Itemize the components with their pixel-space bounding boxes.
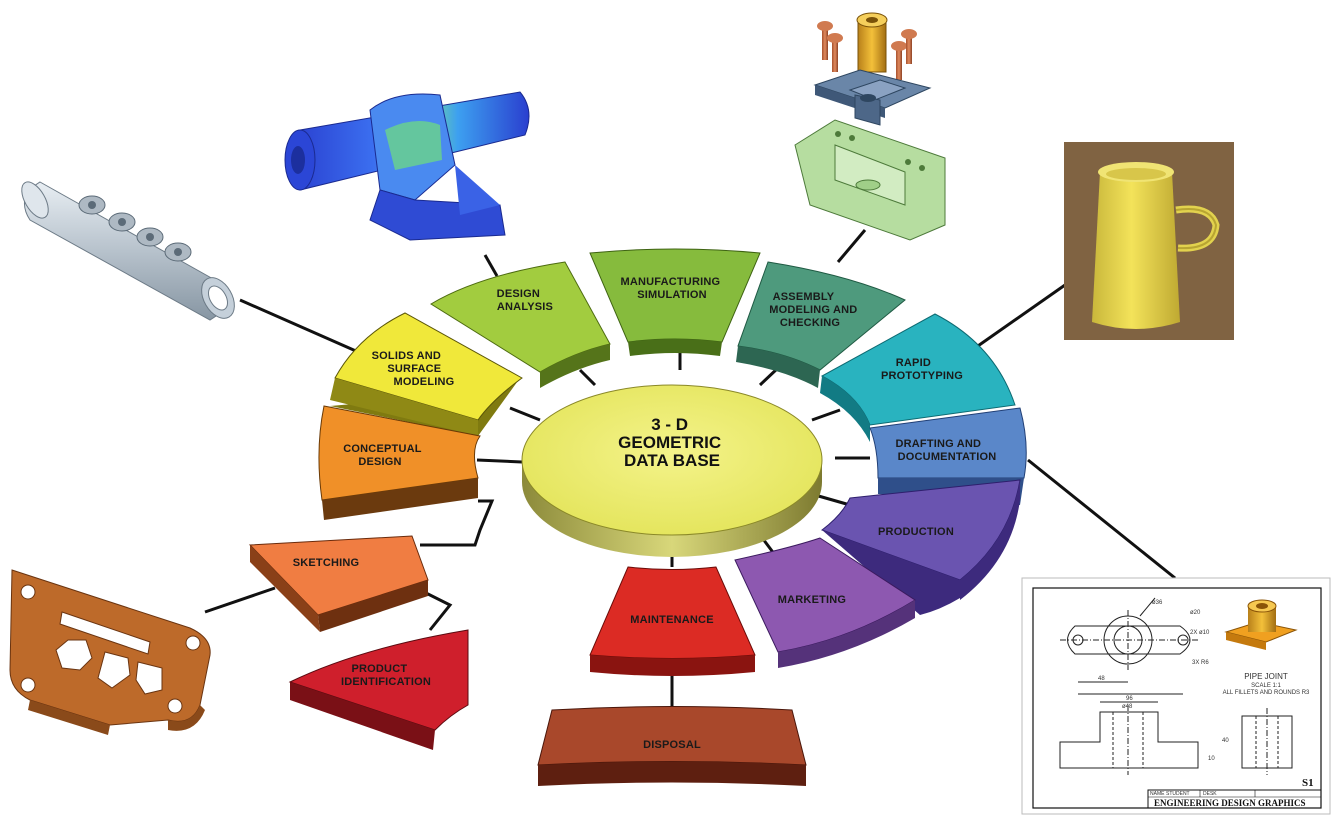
drawing-dimensions: ø36 ø20 2X ø10 3X R6 48 96 ø48 10 40 xyxy=(1098,600,1229,762)
sheet-number: S1 xyxy=(1302,777,1314,789)
spoke-conceptual xyxy=(476,458,523,464)
drawing-title: PIPE JOINT xyxy=(1244,672,1288,681)
segment-production: PRODUCTION xyxy=(820,479,1021,615)
spoke-assembly xyxy=(758,366,780,387)
dim-3: 3X R6 xyxy=(1192,660,1209,666)
segment-maintenance: MAINTENANCE xyxy=(589,566,756,676)
spoke-solids xyxy=(509,406,541,422)
label-design-analysis: DESIGN ANALYSIS xyxy=(497,288,553,313)
label-solids: SOLIDS AND SURFACE MODELING xyxy=(372,350,455,388)
brass-bushing xyxy=(856,12,888,73)
segment-design-analysis: DESIGN ANALYSIS xyxy=(430,261,611,388)
label-marketing: MARKETING xyxy=(778,594,846,606)
segment-rapid-prototyping: RAPID PROTOTYPING xyxy=(820,313,1016,442)
drawing-scale: SCALE 1:1 xyxy=(1251,683,1281,689)
label-conceptual: CONCEPTUAL DESIGN xyxy=(343,443,424,468)
drawing-front-view xyxy=(1059,701,1199,775)
connector-lines xyxy=(204,229,1176,710)
drawing-side-view xyxy=(1241,708,1293,775)
exploded-bracket-assembly-icon xyxy=(794,12,946,241)
connector-plate xyxy=(204,586,276,614)
dim-5: 96 xyxy=(1126,696,1133,702)
screws xyxy=(817,21,917,80)
blue-bracket xyxy=(813,69,932,126)
segment-manufacturing-simulation: MANUFACTURING SIMULATION xyxy=(589,248,761,356)
label-product-id: PRODUCT IDENTIFICATION xyxy=(341,663,431,688)
dim-6: ø48 xyxy=(1122,704,1133,710)
spoke-analysis xyxy=(578,368,597,387)
tb-desk-label: DESK xyxy=(1203,791,1217,797)
dim-7: 10 xyxy=(1208,756,1215,762)
engineering-drawing-sheet-icon: PIPE JOINT SCALE 1:1 ALL FILLETS AND ROU… xyxy=(1021,577,1331,815)
segment-product-identification: PRODUCT IDENTIFICATION xyxy=(288,629,469,750)
sketch-plate-model-icon xyxy=(9,569,211,735)
drawing-top-view xyxy=(1060,597,1200,695)
dim-8: 40 xyxy=(1222,738,1229,744)
segment-conceptual-design: CONCEPTUAL DESIGN xyxy=(318,405,481,520)
label-sketching: SKETCHING xyxy=(293,557,360,569)
label-drafting: DRAFTING AND DOCUMENTATION xyxy=(896,438,997,463)
pipe-fitting-model-icon xyxy=(21,181,235,321)
tb-title: ENGINEERING DESIGN GRAPHICS xyxy=(1154,798,1306,808)
label-maintenance: MAINTENANCE xyxy=(630,614,713,626)
label-assembly: ASSEMBLY MODELING AND CHECKING xyxy=(769,291,860,329)
connector-cup xyxy=(974,283,1066,350)
connector-conceptual-sketch xyxy=(420,499,495,547)
spoke-production xyxy=(814,493,851,507)
tb-student: STUDENT xyxy=(1166,791,1190,797)
tb-name-label: NAME xyxy=(1150,791,1165,797)
drawing-iso-model xyxy=(1224,599,1298,650)
label-rapid: RAPID PROTOTYPING xyxy=(881,357,963,382)
label-disposal: DISPOSAL xyxy=(643,739,701,751)
hub-title: 3 - D GEOMETRIC DATA BASE xyxy=(618,415,726,470)
label-production: PRODUCTION xyxy=(878,526,954,538)
dim-0: ø36 xyxy=(1152,600,1163,606)
segment-assembly-modeling: ASSEMBLY MODELING AND CHECKING xyxy=(736,261,906,388)
connector-bearing xyxy=(483,254,499,277)
connector-assembly xyxy=(836,229,867,263)
label-manufacturing: MANUFACTURING SIMULATION xyxy=(620,276,723,301)
spoke-rapid xyxy=(811,408,841,422)
title-block: NAME STUDENT DESK ENGINEERING DESIGN GRA… xyxy=(1147,789,1322,809)
connector-fitting xyxy=(239,298,366,357)
segment-sketching: SKETCHING xyxy=(248,535,429,632)
drawing-note: ALL FILLETS AND ROUNDS R3 xyxy=(1223,690,1310,696)
dim-4: 48 xyxy=(1098,676,1105,682)
segment-disposal: DISPOSAL xyxy=(537,706,807,786)
hub-geometric-database: 3 - D GEOMETRIC DATA BASE xyxy=(521,384,823,557)
green-channel xyxy=(794,119,946,241)
dim-1: ø20 xyxy=(1190,610,1201,616)
segment-marketing: MARKETING xyxy=(734,537,916,668)
prototype-cup-photo-icon xyxy=(1064,142,1234,340)
connector-drawing xyxy=(1027,458,1176,580)
dim-2: 2X ø10 xyxy=(1190,630,1210,636)
pillow-block-fea-model-icon xyxy=(284,91,530,241)
segment-solids-surface-modeling: SOLIDS AND SURFACE MODELING xyxy=(330,312,523,436)
